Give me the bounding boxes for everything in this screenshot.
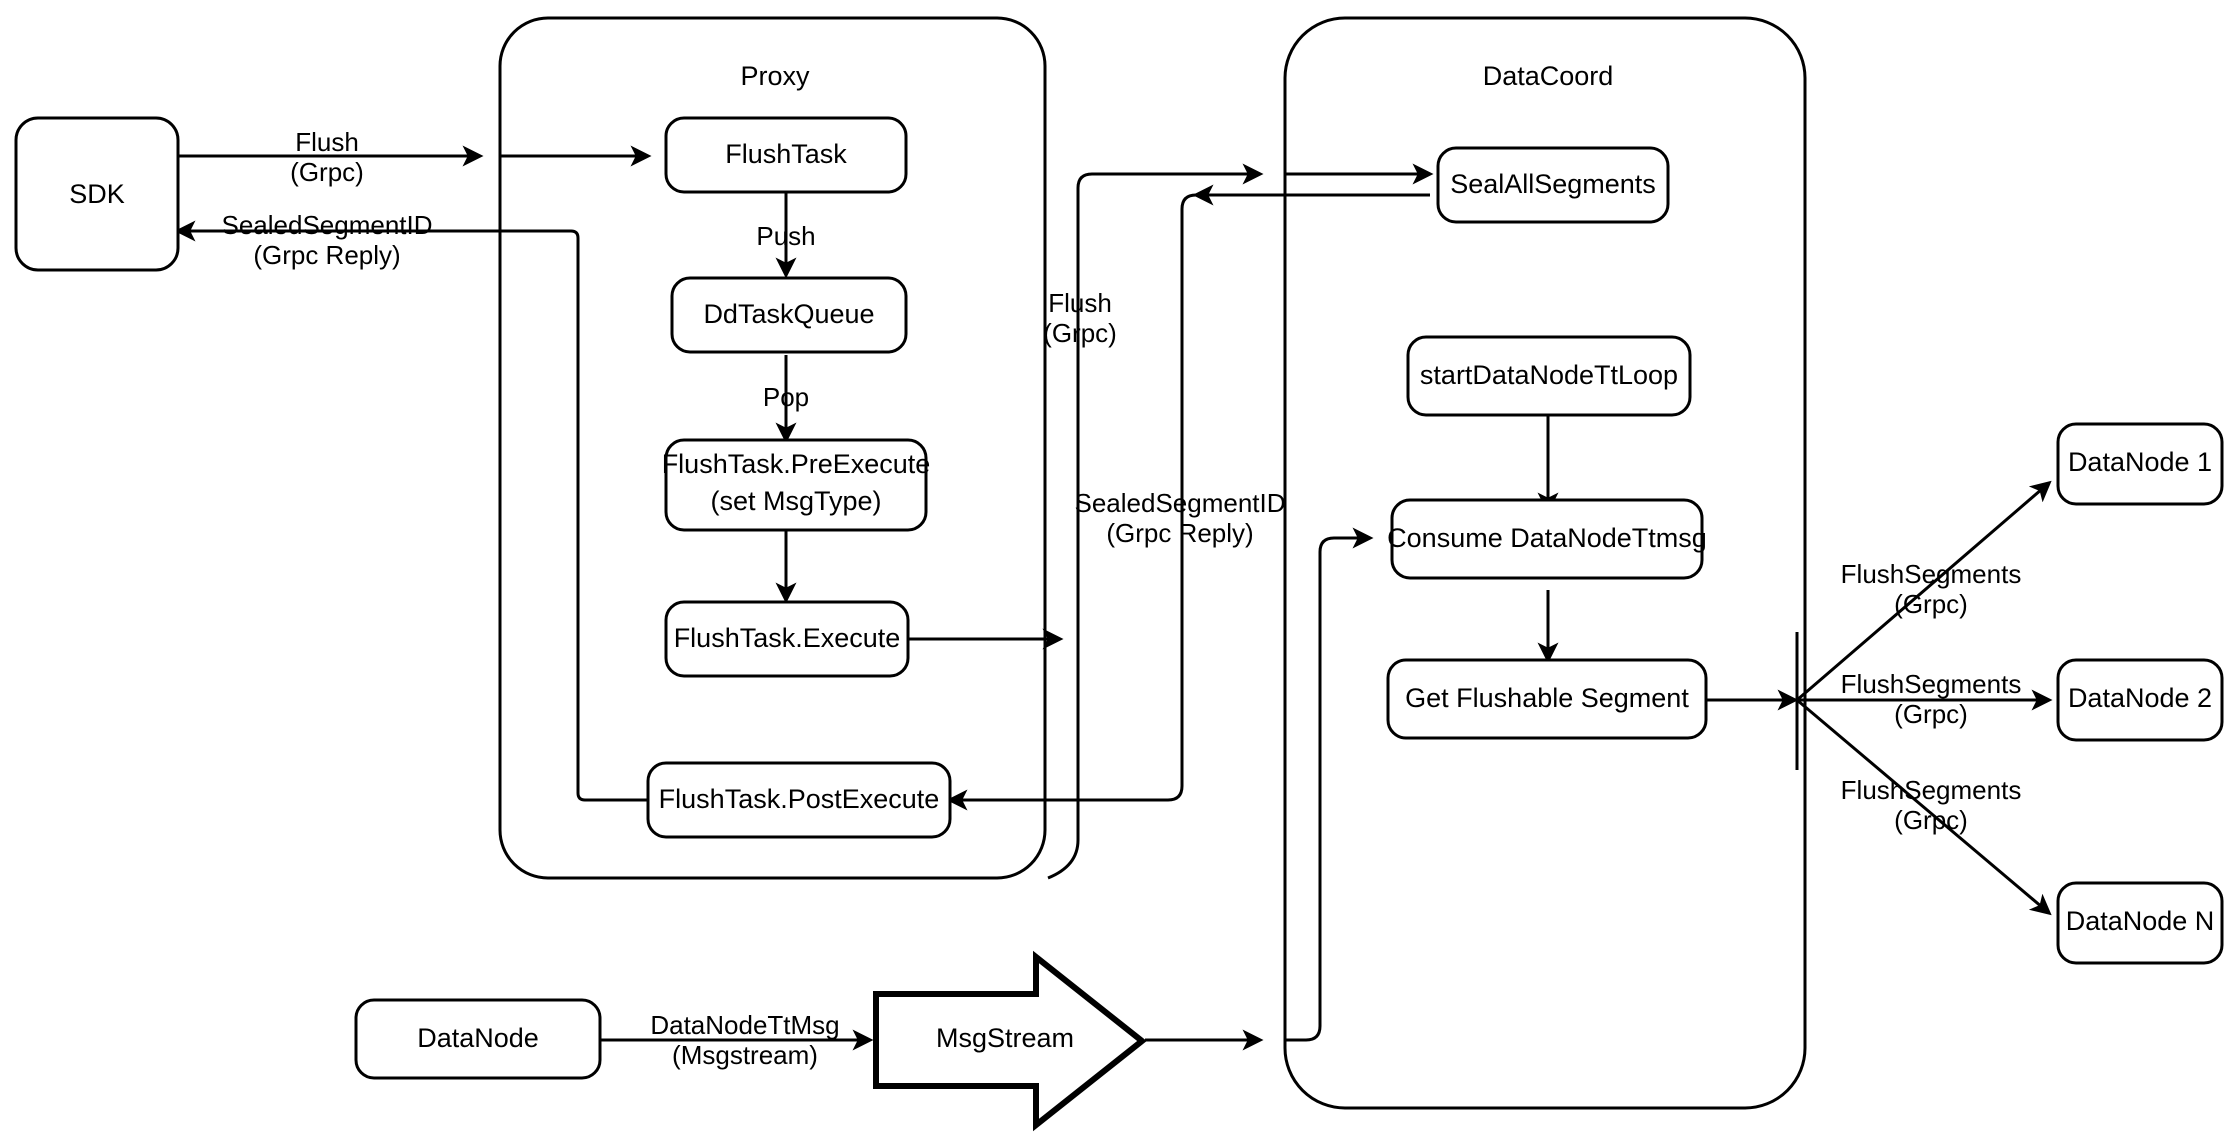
node-datanode-source[interactable] <box>354 998 602 1080</box>
node-ddtaskqueue-label: DdTaskQueue <box>703 299 874 329</box>
node-get-flushable-segment-label: Get Flushable Segment <box>1405 683 1689 713</box>
node-sdk-label: SDK <box>69 179 125 209</box>
node-datanode-2-label: DataNode 2 <box>2068 683 2212 713</box>
edge-replyrail-down <box>1050 193 1197 802</box>
edge-label-push: Push <box>756 221 815 251</box>
node-datanode-2[interactable] <box>2056 658 2224 742</box>
node-flushtask-postexecute-label: FlushTask.PostExecute <box>659 784 940 814</box>
edge-label-flushsegments-2-line1: FlushSegments <box>1841 669 2022 699</box>
node-flushtask-postexecute[interactable] <box>646 761 952 839</box>
node-startdatanodettloop[interactable] <box>1406 335 1692 417</box>
edge-label-flushsegments-1-line1: FlushSegments <box>1841 559 2022 589</box>
node-msgstream[interactable] <box>873 950 1147 1132</box>
node-flushtask-execute-label: FlushTask.Execute <box>674 623 901 653</box>
node-get-flushable-segment[interactable] <box>1386 658 1708 740</box>
node-datanode-1-label: DataNode 1 <box>2068 447 2212 477</box>
edge-label-flush-grpc-line2: (Grpc) <box>290 157 364 187</box>
edge-label-flush-grpc-line1: Flush <box>295 127 359 157</box>
node-flushtask[interactable] <box>664 116 908 194</box>
edge-label-sealedsegmentid-reply-line1: SealedSegmentID <box>221 210 432 240</box>
node-datanode-n-label: DataNode N <box>2066 906 2215 936</box>
node-sdk[interactable] <box>14 116 180 272</box>
node-flushtask-preexecute[interactable] <box>664 438 928 532</box>
container-proxy-title: Proxy <box>740 61 810 91</box>
edge-postexecute-to-left-rail <box>480 229 648 802</box>
edge-label-sealedsegmentid-reply-line2: (Grpc Reply) <box>253 240 400 270</box>
edge-label-datanodettmsg-line1: DataNodeTtMsg <box>650 1010 839 1040</box>
edge-label-pop: Pop <box>763 382 809 412</box>
edge-flushrail-tail <box>1047 639 1080 880</box>
edge-label-flushsegments-1-line2: (Grpc) <box>1894 589 1968 619</box>
node-datanode-n[interactable] <box>2056 881 2224 965</box>
node-flushtask-label: FlushTask <box>725 139 847 169</box>
node-msgstream-label: MsgStream <box>936 1023 1074 1053</box>
node-startdatanodettloop-label: startDataNodeTtLoop <box>1420 360 1678 390</box>
edge-label-proxy-to-coord-flush-line1: Flush <box>1048 288 1112 318</box>
node-flushtask-preexecute-label-line1: FlushTask.PreExecute <box>662 449 931 479</box>
edge-label-flushsegments-n-line1: FlushSegments <box>1841 775 2022 805</box>
node-datanode-source-label: DataNode <box>417 1023 539 1053</box>
edge-coordedge-to-consume <box>1285 527 1374 1042</box>
node-ddtaskqueue[interactable] <box>670 276 908 354</box>
node-flushtask-execute[interactable] <box>664 600 910 678</box>
edge-flushrail-up-to-coord <box>1076 163 1264 639</box>
edge-label-flushsegments-2-line2: (Grpc) <box>1894 699 1968 729</box>
edge-label-coord-to-proxy-reply-line2: (Grpc Reply) <box>1106 518 1253 548</box>
edge-label-datanodettmsg-line2: (Msgstream) <box>672 1040 818 1070</box>
node-consume-datanodettmsg-label: Consume DataNodeTtmsg <box>1387 523 1707 553</box>
edge-hub-to-datanoden <box>1796 698 2052 916</box>
edge-hub-to-datanode1 <box>1796 480 2052 702</box>
node-consume-datanodettmsg[interactable] <box>1390 498 1704 580</box>
edge-label-flushsegments-n-line2: (Grpc) <box>1894 805 1968 835</box>
edge-label-coord-to-proxy-reply-line1: SealedSegmentID <box>1074 488 1285 518</box>
node-flushtask-preexecute-label-line2: (set MsgType) <box>710 486 881 516</box>
node-sealallsegments[interactable] <box>1436 146 1670 224</box>
node-sealallsegments-label: SealAllSegments <box>1450 169 1656 199</box>
edge-label-proxy-to-coord-flush-line2: (Grpc) <box>1043 318 1117 348</box>
container-datacoord-title: DataCoord <box>1483 61 1614 91</box>
node-datanode-1[interactable] <box>2056 422 2224 506</box>
